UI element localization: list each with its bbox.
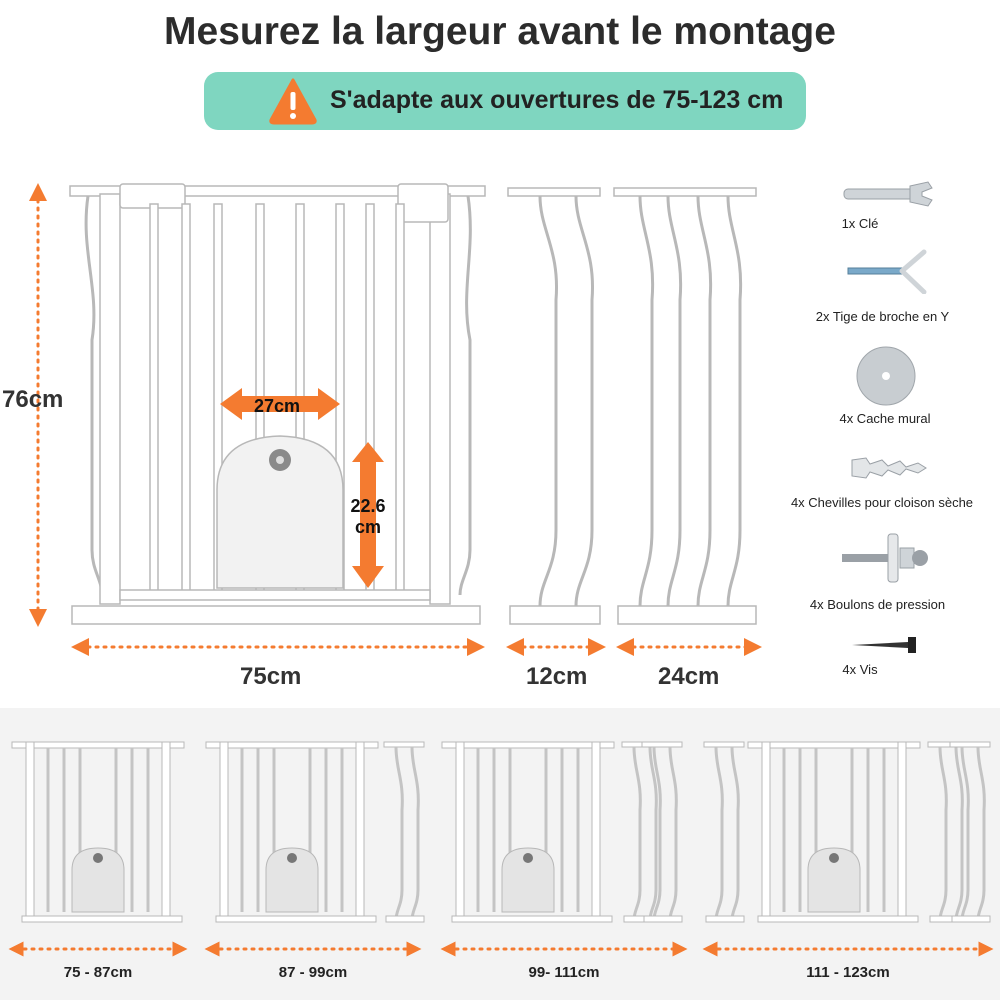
accessory-label: 4x Boulons de pression [809, 597, 946, 612]
wall-anchor-icon [851, 457, 927, 479]
gate-illustration [29, 183, 762, 656]
screw-icon [852, 637, 916, 653]
door-height-unit: cm [354, 517, 381, 537]
page-title: Mesurez la largeur avant le montage [164, 10, 836, 53]
extension-large-label: 24cm [658, 663, 720, 690]
range-label-3: 99- 111cm [528, 964, 600, 981]
accessory-label: 4x Vis [842, 662, 878, 677]
range-label-4: 111 - 123cm [806, 964, 890, 981]
y-rod-icon [847, 249, 927, 294]
gate-width-label: 75cm [240, 663, 302, 690]
banner-text: S'adapte aux ouvertures de 75-123 cm [330, 86, 784, 114]
extension-small-label: 12cm [526, 663, 588, 690]
accessory-label: 2x Tige de broche en Y [815, 309, 950, 324]
accessory-label: 1x Clé [841, 216, 879, 231]
accessory-label: 4x Chevilles pour cloison sèche [790, 495, 974, 510]
wall-cup-icon [856, 346, 916, 406]
warning-icon [269, 78, 317, 125]
door-width-label: 27cm [254, 396, 301, 416]
height-label: 76cm [2, 386, 64, 413]
wrench-icon [843, 181, 933, 207]
range-label-1: 75 - 87cm [63, 964, 133, 981]
range-label-2: 87 - 99cm [278, 964, 348, 981]
door-height-label: 22.6 [350, 496, 386, 516]
configurations-illustration [8, 740, 994, 957]
pressure-bolt-icon [842, 533, 928, 583]
accessory-label: 4x Cache mural [839, 411, 931, 426]
